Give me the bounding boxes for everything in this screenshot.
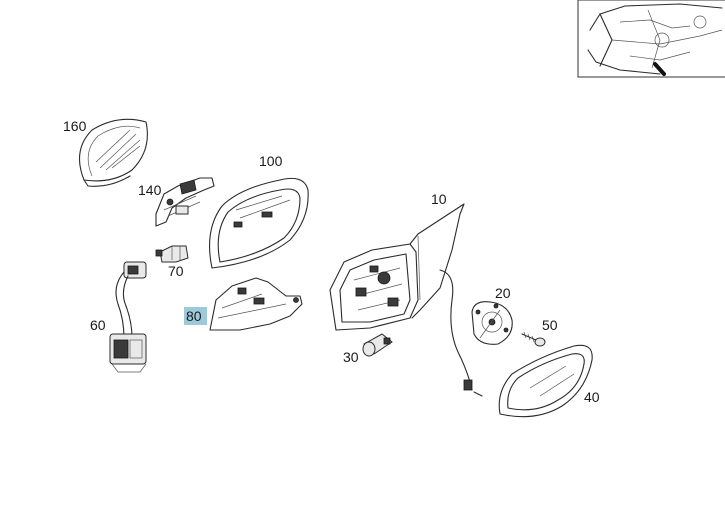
label-100: 100: [259, 153, 283, 169]
label-50: 50: [542, 317, 558, 333]
label-80: 80: [186, 308, 202, 324]
part-10-mirror-housing: [329, 203, 483, 397]
label-70: 70: [168, 263, 184, 279]
part-140-signal-bracket: [155, 177, 215, 227]
label-40: 40: [584, 389, 600, 405]
locator-pointer-icon: [653, 62, 666, 76]
label-20: 20: [495, 285, 511, 301]
part-60-harness: [109, 261, 147, 373]
part-50-screw: [521, 331, 546, 347]
vehicle-locator-inset: [577, 0, 725, 78]
part-20-adjuster: [471, 301, 513, 345]
part-70-clip: [155, 245, 189, 263]
label-10: 10: [431, 191, 447, 207]
label-60: 60: [90, 317, 106, 333]
part-40-mirror-glass: [498, 344, 593, 418]
label-160: 160: [63, 118, 87, 134]
part-100-mirror-frame: [209, 177, 309, 269]
label-80-highlight: [184, 307, 207, 325]
label-140: 140: [138, 182, 162, 198]
part-160-mirror-cap: [78, 118, 148, 187]
part-80-lower-housing: [209, 277, 303, 331]
part-30-motor: [362, 333, 393, 357]
label-30: 30: [343, 349, 359, 365]
